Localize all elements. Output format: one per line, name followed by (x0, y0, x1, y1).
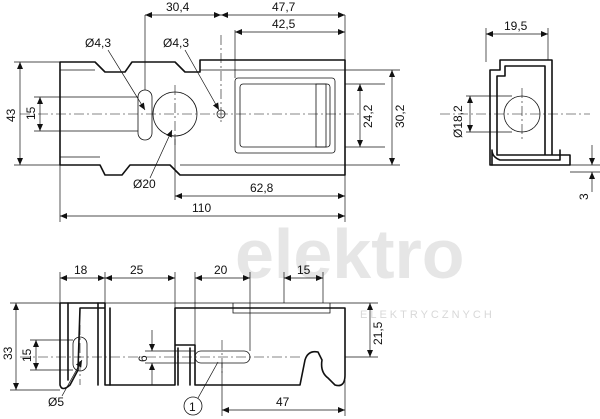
dim-3: 3 (577, 193, 591, 200)
watermark: elektro ELEKTRYCZNYCH (235, 215, 495, 321)
dim-15b: 15 (297, 263, 311, 277)
dim-42-5: 42,5 (272, 17, 296, 31)
inner-window (234, 77, 336, 154)
dim-47: 47 (276, 395, 290, 409)
dim-hole-big: Ø20 (133, 177, 156, 191)
inner-window-inner (239, 83, 331, 148)
dim-hole-5: Ø5 (48, 395, 64, 409)
dim-20: 20 (214, 263, 228, 277)
bottom-view-fold-lines (67, 302, 99, 386)
leader-hole-right (184, 49, 220, 111)
side-view-outline (489, 59, 571, 166)
dim-21-5: 21,5 (371, 321, 385, 345)
dim-25: 25 (130, 263, 144, 277)
dim-hole-right: Ø4,3 (163, 36, 189, 50)
watermark-tagline: ELEKTRYCZNYCH (360, 309, 495, 321)
dim-47-7: 47,7 (272, 0, 296, 14)
dim-62-8: 62,8 (250, 181, 274, 195)
dim-110: 110 (192, 201, 211, 215)
dim-30-4: 30,4 (166, 0, 190, 14)
right-bracket-detail (315, 83, 327, 148)
dim-15: 15 (24, 106, 38, 120)
leader-callout (197, 361, 219, 399)
dim-33: 33 (1, 346, 15, 360)
dim-hole-left: Ø4,3 (85, 36, 111, 50)
dim-18-2: Ø18,2 (451, 105, 465, 138)
top-view: 30,4 47,7 42,5 Ø4,3 Ø4,3 Ø20 43 15 24,2 … (4, 0, 407, 222)
callout-circle (183, 396, 203, 416)
dim-30-2: 30,2 (393, 104, 407, 128)
bottom-view: 18 25 20 15 33 15 6 21,5 Ø5 1 (1, 263, 385, 416)
leader-hole-left (107, 49, 146, 111)
callout-1: 1 (189, 400, 196, 414)
dim-24-2: 24,2 (361, 104, 375, 128)
dim-15c: 15 (20, 348, 34, 362)
bottom-view-detail (232, 303, 331, 314)
bottom-view-inner-edges (109, 307, 191, 386)
side-view-u-bend (491, 149, 561, 166)
leader-hole-big (149, 129, 173, 179)
dim-6: 6 (136, 355, 150, 362)
dim-43: 43 (4, 108, 18, 122)
top-view-outline (59, 59, 346, 176)
slot (137, 89, 153, 141)
side-view: 19,5 Ø18,2 3 (440, 19, 600, 200)
watermark-brand: elektro (235, 215, 465, 293)
dim-19-5: 19,5 (504, 19, 528, 33)
bottom-view-outline (59, 302, 346, 390)
leader-hole-5 (61, 359, 83, 397)
dim-18: 18 (74, 263, 88, 277)
